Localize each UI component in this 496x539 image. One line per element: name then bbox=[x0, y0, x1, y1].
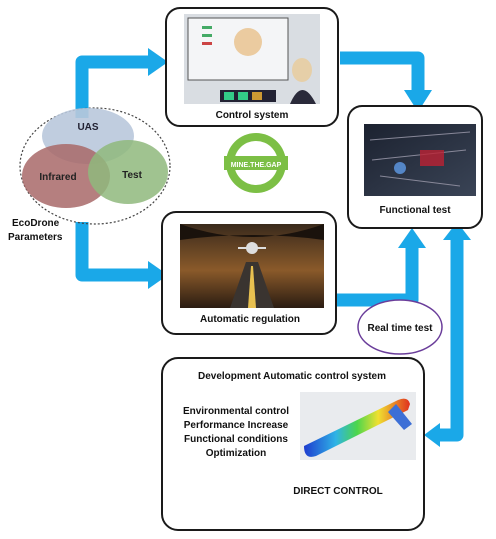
arrowhead-functional-top bbox=[404, 90, 432, 112]
arrowhead-development bbox=[424, 423, 440, 447]
connector-arrows bbox=[75, 51, 464, 442]
arrow-heads bbox=[148, 48, 471, 447]
control-system-label: Control system bbox=[216, 110, 289, 121]
arrowhead-regulation bbox=[148, 261, 168, 289]
functional-test-photo bbox=[364, 124, 476, 196]
arrowhead-functional-bottom bbox=[398, 228, 426, 248]
ecodrone-dotted-ellipse bbox=[19, 107, 171, 225]
arrowhead-functional-up bbox=[443, 222, 471, 240]
ecodrone-caption-line1: EcoDrone bbox=[12, 218, 60, 229]
real-time-test-label: Real time test bbox=[367, 323, 433, 334]
arrow-regulation-to-functional bbox=[330, 245, 419, 307]
functional-test-label: Functional test bbox=[379, 205, 451, 216]
cfd-model-image bbox=[300, 392, 416, 460]
arrow-control-to-functional bbox=[340, 51, 425, 92]
venn-label-infrared: Infrared bbox=[39, 172, 76, 183]
ecodrone-caption-line2: Parameters bbox=[8, 232, 63, 243]
automatic-regulation-label: Automatic regulation bbox=[200, 314, 300, 325]
mine-the-gap-logo: MINE.THE.GAP bbox=[224, 133, 288, 193]
development-item-optimization: Optimization bbox=[206, 448, 267, 459]
arrow-ecodrone-to-control bbox=[75, 55, 150, 118]
development-item-environmental: Environmental control bbox=[183, 406, 289, 417]
logo-text: MINE.THE.GAP bbox=[231, 162, 282, 169]
venn-circle-test bbox=[88, 140, 168, 204]
development-item-functional: Functional conditions bbox=[184, 434, 288, 445]
development-item-performance: Performance Increase bbox=[184, 420, 289, 431]
venn-label-uas: UAS bbox=[77, 122, 98, 133]
real-time-test-oval bbox=[357, 299, 443, 355]
arrow-functional-to-development bbox=[440, 236, 464, 442]
venn-label-test: Test bbox=[122, 170, 142, 181]
automatic-regulation-photo bbox=[180, 224, 324, 308]
control-system-photo bbox=[184, 14, 320, 104]
direct-control-label: DIRECT CONTROL bbox=[293, 486, 382, 497]
arrow-ecodrone-to-regulation bbox=[75, 222, 150, 282]
venn-circle-infrared bbox=[22, 144, 110, 208]
arrowhead-control bbox=[148, 48, 168, 76]
development-title: Development Automatic control system bbox=[198, 371, 386, 382]
